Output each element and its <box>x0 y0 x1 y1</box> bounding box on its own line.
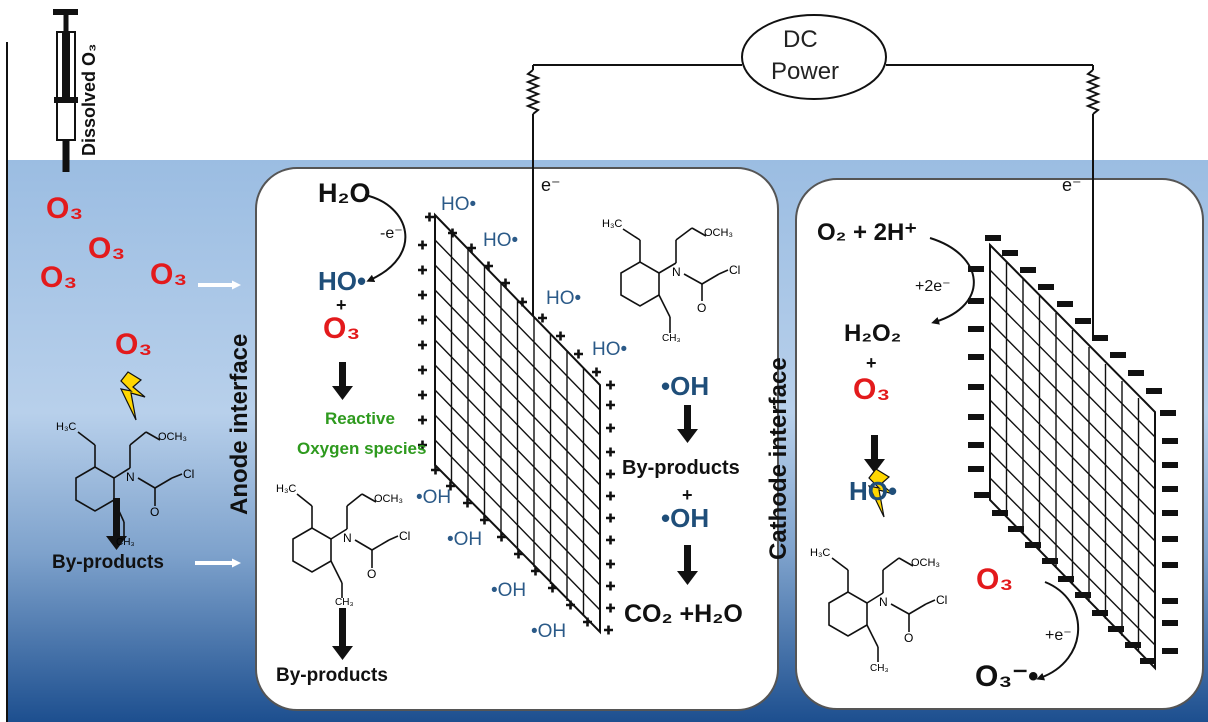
by-products-label-anode: By-products <box>276 665 388 686</box>
atom-ch3-left: CH₃ <box>116 537 135 548</box>
anode-plus-signs <box>418 212 615 635</box>
atom-ch3-right-top: CH₃ <box>662 333 681 344</box>
white-arrows <box>195 280 241 568</box>
ozone-label-anode: O₃ <box>323 312 361 345</box>
plus-e-label: +e⁻ <box>1045 627 1072 644</box>
atom-och3-center: OCH₃ <box>374 493 403 505</box>
electron-label-cathode: e⁻ <box>1062 175 1082 195</box>
ho-radical-4: HO• <box>592 339 628 360</box>
oh-radical-1: •OH <box>416 487 452 508</box>
oh-radical-bulk-2: •OH <box>661 503 710 533</box>
atom-o-right-bottom: O <box>904 631 914 645</box>
dissolved-o3-label: Dissolved O₃ <box>79 43 99 156</box>
atom-n-left: N <box>126 470 135 484</box>
atom-h3c-right-bottom: H₃C <box>810 547 831 559</box>
curved-arrows <box>364 194 1080 681</box>
electron-label-anode: e⁻ <box>541 175 561 195</box>
cathode-minus-signs <box>968 235 1178 664</box>
dc-power-label-2: Power <box>771 58 840 85</box>
ozone-label-2: O₃ <box>88 232 126 265</box>
molecule-center <box>292 493 399 598</box>
ozone-label-cathode-2: O₃ <box>976 563 1014 596</box>
superoxide-label: O₃⁻• <box>975 660 1039 693</box>
atom-o-center: O <box>367 567 377 581</box>
molecule-left <box>75 431 183 538</box>
left-border-line <box>6 42 8 722</box>
o2-2h-label: O₂ + 2H⁺ <box>817 219 918 246</box>
h2o2-label: H₂O₂ <box>844 320 902 347</box>
dc-power-circuit <box>525 14 1101 335</box>
atom-n-center: N <box>343 531 352 545</box>
ozone-label-cathode-1: O₃ <box>853 373 891 406</box>
plus-2e-label: +2e⁻ <box>915 278 951 295</box>
atom-ch3-center: CH₃ <box>335 597 354 608</box>
atom-och3-right-top: OCH₃ <box>704 227 733 239</box>
oh-radical-2: •OH <box>447 529 483 550</box>
reactive-label-2: Oxygen species <box>297 439 427 458</box>
anode-mesh <box>434 212 601 635</box>
molecule-right-bottom <box>828 557 936 662</box>
cathode-interface-label: Cathode interface <box>765 357 792 560</box>
plus-label-cathode: + <box>866 353 877 373</box>
minus-e-label: -e⁻ <box>380 225 403 242</box>
molecule-right-top <box>620 227 729 333</box>
plus-label-right: + <box>682 485 693 505</box>
reactive-label-1: Reactive <box>325 409 395 428</box>
oh-radical-3: •OH <box>491 580 527 601</box>
atom-och3-right-bottom: OCH₃ <box>911 557 940 569</box>
atom-cl-center: Cl <box>399 529 411 543</box>
atom-h3c-right-top: H₃C <box>602 218 623 230</box>
by-products-label-left: By-products <box>52 552 164 573</box>
ho-radical-1: HO• <box>441 194 477 215</box>
ozone-label-4: O₃ <box>150 258 188 291</box>
atom-ch3-right-bottom: CH₃ <box>870 663 889 674</box>
ozone-label-5: O₃ <box>115 328 153 361</box>
ho-radical-2: HO• <box>483 230 519 251</box>
ho-radical-label-cathode: HO• <box>849 476 898 506</box>
atom-och3-left: OCH₃ <box>158 431 187 443</box>
oh-radical-bulk-1: •OH <box>661 371 710 401</box>
atom-h3c-center: H₃C <box>276 483 297 495</box>
anode-interface-label: Anode interface <box>226 333 253 515</box>
plus-label-anode: + <box>336 295 347 315</box>
atom-n-right-top: N <box>672 265 681 279</box>
h2o-label: H₂O <box>318 178 371 208</box>
ozone-label-1: O₃ <box>46 192 84 225</box>
down-arrows <box>106 362 885 660</box>
atom-h3c-left: H₃C <box>56 421 77 433</box>
dissolved-o3-probe <box>53 9 78 172</box>
co2-h2o-label: CO₂ +H₂O <box>624 600 743 628</box>
oh-radical-4: •OH <box>531 621 567 642</box>
ho-radical-3: HO• <box>546 288 582 309</box>
ho-radical-label-anode: HO• <box>318 266 367 296</box>
atom-o-right-top: O <box>697 301 707 315</box>
atom-o-left: O <box>150 505 160 519</box>
cathode-mesh <box>989 242 1156 671</box>
atom-cl-right-bottom: Cl <box>936 593 948 607</box>
dc-power-label-1: DC <box>783 26 818 53</box>
atom-cl-right-top: Cl <box>729 263 741 277</box>
by-products-label-right: By-products <box>622 457 740 479</box>
lightning-bolts <box>119 371 894 518</box>
atom-n-right-bottom: N <box>879 595 888 609</box>
ozone-label-3: O₃ <box>40 261 78 294</box>
atom-cl-left: Cl <box>183 467 195 481</box>
